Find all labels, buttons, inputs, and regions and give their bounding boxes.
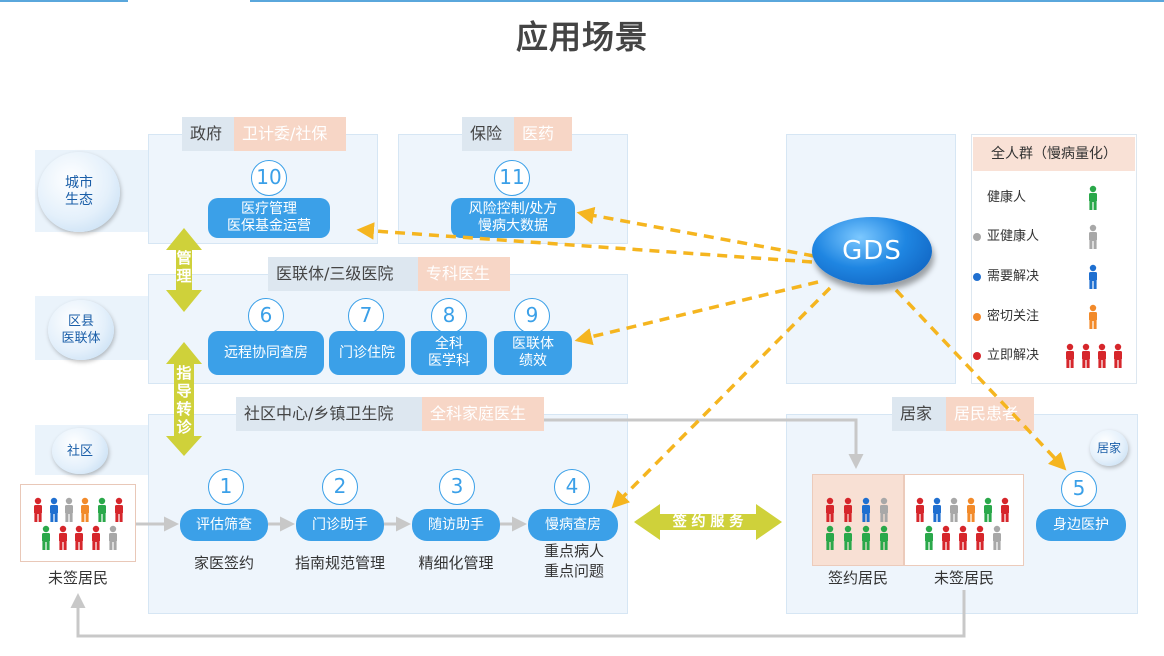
insurance-step-number: 11: [494, 160, 530, 196]
gds-node[interactable]: GDS: [812, 217, 932, 285]
signed-residents-people-icons: [826, 497, 888, 550]
assessment-screening-button[interactable]: 评估筛查: [180, 509, 268, 541]
community-header-main: 社区中心/乡镇卫生院: [236, 397, 422, 431]
legend-healthy-label: 健康人: [987, 190, 1027, 205]
level-city-label: 城市 生态: [65, 175, 93, 208]
immediate-person-icon-3: [1098, 343, 1106, 368]
manage-arrow: [166, 228, 202, 312]
alliance-performance-button[interactable]: 医联体 绩效: [494, 331, 572, 375]
general-practice-label: 全科 医学科: [428, 336, 470, 369]
general-practice-button[interactable]: 全科 医学科: [411, 331, 487, 375]
outpatient-assistant-label: 门诊助手: [312, 516, 368, 533]
immediate-person-icon: [1066, 343, 1074, 368]
subhealthy-dot-icon: [973, 232, 981, 241]
legend-row-close-attention: 密切关注: [973, 307, 1137, 327]
assessment-screening-label: 评估筛查: [196, 516, 252, 533]
page-title: 应用场景: [515, 18, 648, 56]
home-header-sub: 居民患者: [946, 397, 1034, 431]
alliance-performance-label: 医联体 绩效: [512, 336, 554, 369]
manage-arrow-label: 管理: [176, 249, 192, 285]
unsigned-residents-people-icons: [916, 497, 1009, 550]
legend-needs-solving-label: 需要解决: [987, 269, 1040, 284]
level-district: 区县 医联体: [48, 300, 114, 360]
hospital-step-7-number: 7: [348, 298, 384, 334]
immediate-person-icon-2: [1082, 343, 1090, 368]
community-step-1-number: 1: [208, 469, 244, 505]
community-step-2-number: 2: [322, 469, 358, 505]
home-badge: 居家: [1090, 430, 1128, 466]
community-header-sub: 全科家庭医生: [422, 397, 544, 431]
guideline-management-caption: 指南规范管理: [294, 554, 385, 572]
hospital-header-sub: 专科医生: [418, 257, 510, 291]
home-badge-label: 居家: [1096, 440, 1121, 455]
gov-medical-management-label: 医疗管理 医保基金运营: [227, 201, 311, 234]
subhealthy-person-icon: [1089, 224, 1097, 249]
remote-ward-round-button[interactable]: 远程协同查房: [208, 331, 324, 375]
needs-solving-dot-icon: [973, 272, 981, 281]
legend-row-needs-solving: 需要解决: [973, 267, 1137, 287]
insurance-header-main: 保险: [462, 117, 514, 151]
grey-connectors: [70, 418, 966, 638]
follow-up-assistant-button[interactable]: 随访助手: [412, 509, 500, 541]
hospital-header-main: 医联体/三级医院: [268, 257, 418, 291]
gds-dashed-arrows: [356, 206, 1067, 509]
level-community-label: 社区: [66, 443, 93, 459]
sign-service-arrow: [634, 504, 782, 540]
manage-arrow-text: 管理: [176, 249, 192, 285]
legend-close-attention-label: 密切关注: [987, 309, 1040, 324]
outpatient-assistant-button[interactable]: 门诊助手: [296, 509, 384, 541]
outpatient-inpatient-button[interactable]: 门诊住院: [329, 331, 405, 375]
guide-referral-arrow-text: 指导转诊: [176, 364, 192, 436]
outpatient-inpatient-label: 门诊住院: [339, 344, 395, 361]
community-step-4-number: 4: [554, 469, 590, 505]
healthy-person-icon: [1089, 185, 1097, 210]
legend-title: 全人群（慢病量化）: [973, 137, 1135, 171]
level-city: 城市 生态: [38, 152, 120, 232]
remote-ward-round-label: 远程协同查房: [224, 344, 308, 361]
needs-solving-person-icon: [1089, 264, 1097, 289]
home-step-5-number: 5: [1061, 471, 1097, 507]
legend-row-subhealthy: 亚健康人: [973, 227, 1137, 247]
nearby-care-button[interactable]: 身边医护: [1036, 509, 1126, 541]
legend-row-immediate: 立即解决: [973, 346, 1137, 366]
gov-header-sub: 卫计委/社保: [234, 117, 346, 151]
hospital-step-9-number: 9: [514, 298, 550, 334]
sign-service-arrow-label: 签 约 服 务: [672, 514, 744, 530]
insurance-risk-control-label: 风险控制/处方 慢病大数据: [468, 201, 558, 234]
immediate-person-icon-4: [1114, 343, 1122, 368]
follow-up-assistant-label: 随访助手: [428, 516, 484, 533]
level-district-label: 区县 医联体: [61, 314, 101, 346]
guide-referral-arrow: [166, 342, 202, 456]
signed-residents-label: 签约居民: [827, 569, 888, 587]
left-unsigned-people-icons: [34, 497, 123, 550]
gov-medical-management-button[interactable]: 医疗管理 医保基金运营: [208, 198, 330, 238]
gov-step-number: 10: [251, 160, 287, 196]
fine-management-caption: 精细化管理: [418, 554, 494, 572]
unsigned-residents-label: 未签居民: [933, 569, 994, 587]
family-doctor-signing-caption: 家医签约: [193, 554, 254, 572]
legend-box: [971, 134, 1137, 384]
left-unsigned-group-label: 未签居民: [47, 569, 108, 587]
hospital-step-6-number: 6: [248, 298, 284, 334]
guide-referral-arrow-label: 指导转诊: [176, 364, 192, 436]
community-step-3-number: 3: [439, 469, 475, 505]
close-attention-dot-icon: [973, 312, 981, 321]
legend-immediate-label: 立即解决: [987, 348, 1040, 363]
hospital-step-8-number: 8: [431, 298, 467, 334]
key-patients-caption: 重点病人 重点问题: [543, 542, 604, 580]
legend-subhealthy-label: 亚健康人: [987, 229, 1040, 244]
home-header-main: 居家: [892, 397, 946, 431]
immediate-dot-icon: [973, 351, 981, 360]
close-attention-person-icon: [1089, 304, 1097, 329]
gov-header-main: 政府: [182, 117, 234, 151]
insurance-header-sub: 医药: [514, 117, 572, 151]
chronic-ward-round-label: 慢病查房: [545, 516, 601, 533]
insurance-risk-control-button[interactable]: 风险控制/处方 慢病大数据: [451, 198, 575, 238]
level-community: 社区: [52, 428, 108, 474]
chronic-ward-round-button[interactable]: 慢病查房: [528, 509, 618, 541]
legend-row-healthy: 健康人: [973, 188, 1137, 208]
nearby-care-label: 身边医护: [1053, 516, 1109, 533]
legend-people-icons: [1066, 185, 1122, 368]
